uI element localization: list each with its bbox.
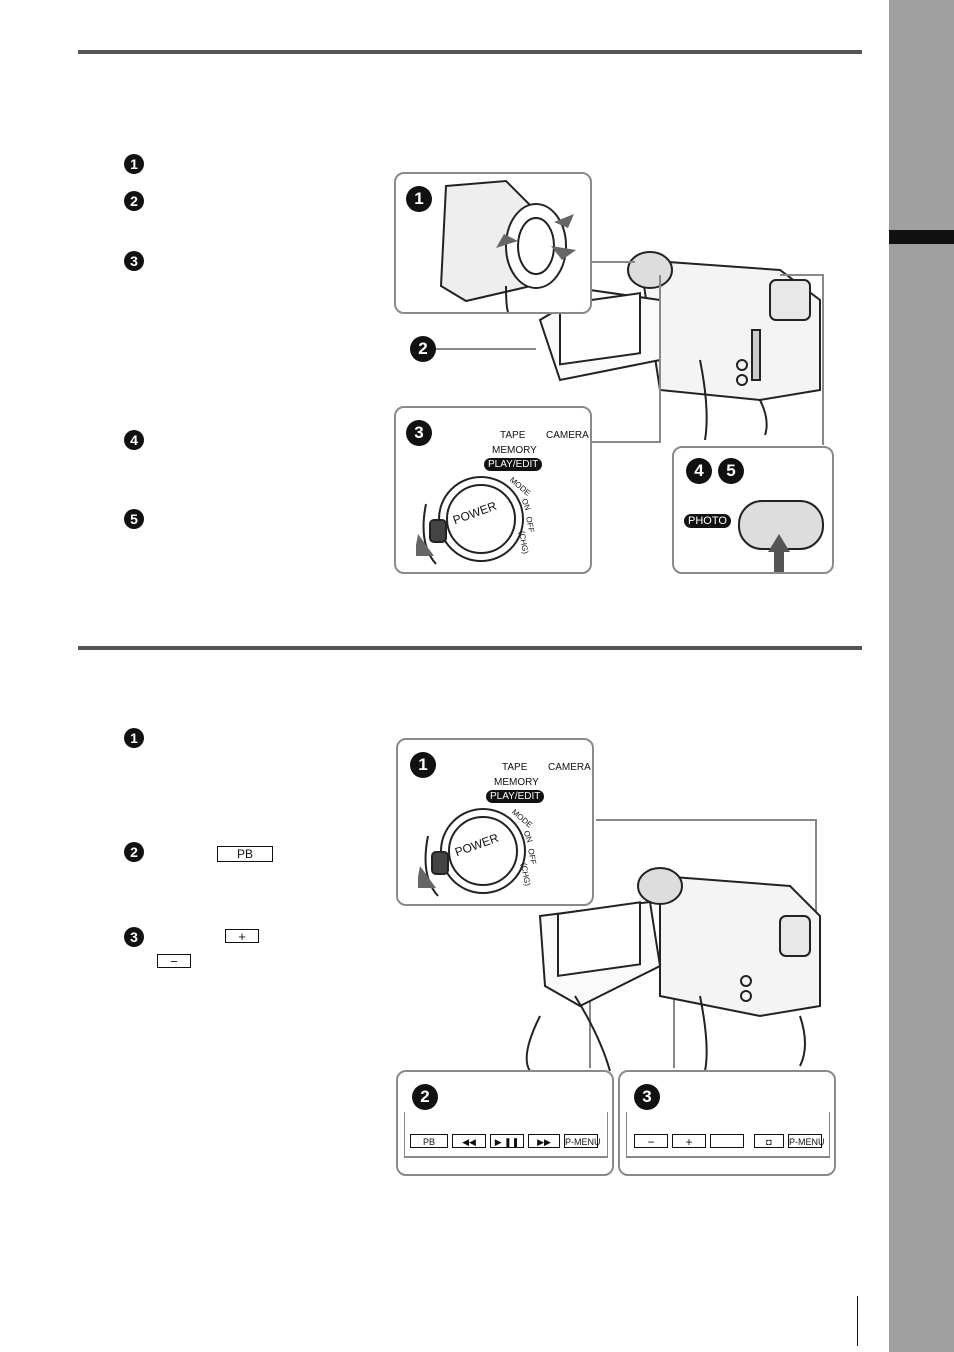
side-tab-marker <box>889 230 954 244</box>
play-pause-button[interactable]: ▶ ❚❚ <box>490 1134 524 1148</box>
label-tape: TAPE <box>500 430 526 441</box>
pb-icon: PB <box>217 846 273 862</box>
page-number-divider <box>857 1296 858 1346</box>
fast-forward-button[interactable]: ▶▶ <box>528 1134 560 1148</box>
step-4-badge: 4 <box>124 430 144 450</box>
label-play-edit: PLAY/EDIT <box>484 458 543 471</box>
lcd-strip <box>404 1112 608 1158</box>
panel-lens-cap: 1 <box>394 172 592 314</box>
pb-button[interactable]: PB <box>410 1134 448 1148</box>
label-memory: MEMORY <box>494 777 539 788</box>
power-dial-illustration <box>418 808 526 897</box>
camcorder-illustration-bottom <box>525 819 821 1072</box>
step-5-badge: 5 <box>124 509 144 529</box>
rewind-button[interactable]: ◀◀ <box>452 1134 486 1148</box>
callout-2-line <box>436 348 536 350</box>
panel-power-switch-bottom: 1 TAPE CAMERA MEMORY PLAY/EDIT POWER MOD… <box>396 738 594 906</box>
p-menu-button[interactable]: P-MENU <box>788 1134 825 1148</box>
arrow-up-icon <box>768 534 790 552</box>
label-camera: CAMERA <box>548 762 591 773</box>
lens-cap-illustration <box>439 179 576 312</box>
zoom-minus-button[interactable]: − <box>634 1134 668 1149</box>
zoom-position-button[interactable] <box>710 1134 744 1148</box>
panel-number: 3 <box>406 420 432 446</box>
step-3-badge: 3 <box>124 251 144 271</box>
label-memory: MEMORY <box>492 445 537 456</box>
callout-lines-top <box>590 261 824 445</box>
power-dial-illustration <box>416 476 524 565</box>
callout-2-number: 2 <box>410 336 436 362</box>
zoom-frame-button[interactable]: ◘ <box>754 1134 784 1148</box>
plus-icon: + <box>225 929 259 943</box>
section-rule-bottom <box>78 646 862 650</box>
zoom-plus-button[interactable]: + <box>672 1134 706 1149</box>
panel-number-a: 4 <box>686 458 712 484</box>
panel-power-switch-top: 3 TAPE CAMERA MEMORY PLAY/EDIT POWER MOD… <box>394 406 592 574</box>
panel-playback-bar: 2 PB ◀◀ ▶ ❚❚ ▶▶ P-MENU <box>396 1070 614 1176</box>
label-camera: CAMERA <box>546 430 589 441</box>
panel-number: 1 <box>410 752 436 778</box>
panel-number: 2 <box>412 1084 438 1110</box>
lcd-strip <box>626 1112 830 1158</box>
step-1-badge: 1 <box>124 154 144 174</box>
arrow-up-icon-stem <box>774 552 784 572</box>
panel-number: 3 <box>634 1084 660 1110</box>
p-menu-button[interactable]: P-MENU <box>564 1134 601 1148</box>
label-tape: TAPE <box>502 762 528 773</box>
panel-number: 1 <box>406 186 432 212</box>
side-tab <box>889 0 954 1352</box>
label-play-edit: PLAY/EDIT <box>486 790 545 803</box>
minus-icon: − <box>157 954 191 968</box>
step-2-badge: 2 <box>124 191 144 211</box>
bottom-step-2-badge: 2 <box>124 842 144 862</box>
bottom-step-3-badge: 3 <box>124 927 144 947</box>
panel-number-b: 5 <box>718 458 744 484</box>
panel-photo-button: 4 5 PHOTO <box>672 446 834 574</box>
bottom-step-1-badge: 1 <box>124 728 144 748</box>
label-photo: PHOTO <box>684 514 731 528</box>
panel-zoom-bar: 3 − + ◘ P-MENU <box>618 1070 836 1176</box>
section-rule-top <box>78 50 862 54</box>
